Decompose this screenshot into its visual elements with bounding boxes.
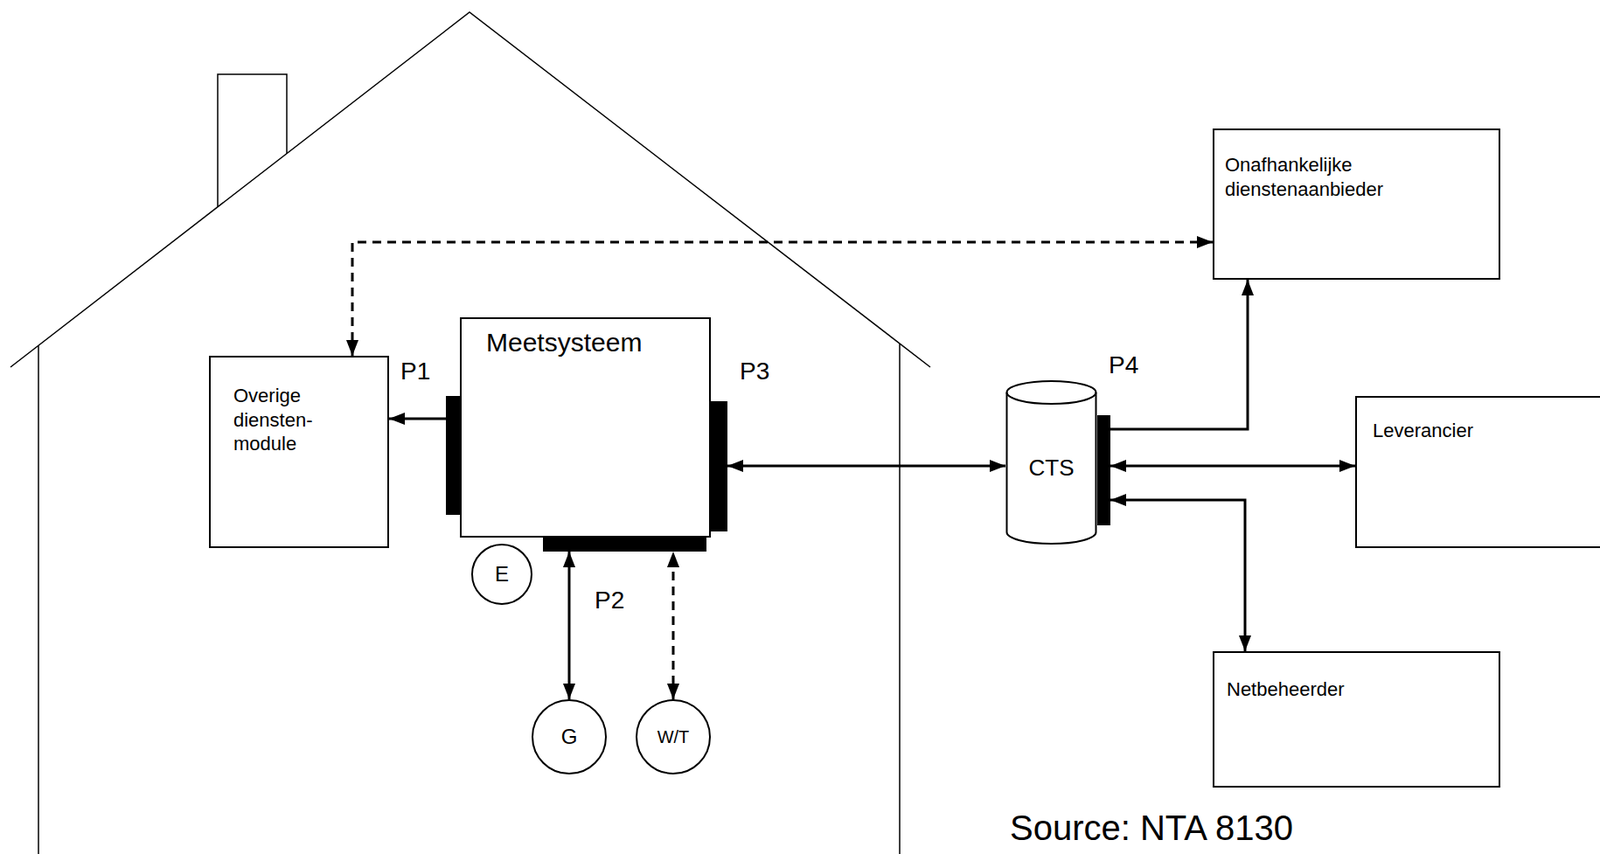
connector-arrow [568,551,571,700]
node-text: Onafhankelijke dienstenaanbieder [1224,153,1435,202]
connector-arrow [389,417,446,421]
gas-meter-circle: G [531,699,607,775]
house-wall [898,343,901,854]
port-label: P2 [594,587,625,615]
node-text: Netbeheerder [1226,677,1487,703]
meter-system-box: Meetsysteem [459,317,711,538]
connector-arrow [727,465,1006,468]
port-label: P1 [400,358,431,386]
node-text: Overige diensten- module [233,383,365,457]
node-text: W/T [657,726,690,749]
grid-operator-box: Netbeheerder [1212,651,1501,788]
house-wall [37,345,40,854]
port-bar [542,537,707,552]
services-module-box: Overige diensten- module [208,355,390,549]
node-text: Meetsysteem [486,326,685,360]
electricity-meter-circle: E [471,543,533,606]
connector-arrow [1110,465,1356,468]
port-label: P3 [739,358,770,386]
connector-arrow [672,551,675,700]
source-note: Source: NTA 8130 [1009,808,1294,848]
port-bar [1097,415,1111,526]
node-text: CTS [1029,443,1075,483]
port-bar [710,401,728,532]
node-text: G [561,723,578,751]
supplier-box: Leverancier [1355,396,1600,549]
cts-cylinder: CTS [1005,379,1098,546]
port-bar [445,396,460,515]
service-provider-box: Onafhankelijke dienstenaanbieder [1212,128,1501,280]
water-heat-meter-circle: W/T [635,699,711,775]
node-text: E [494,561,509,588]
chimney [217,74,287,208]
port-label: P4 [1108,352,1139,380]
node-text: Leverancier [1372,418,1600,444]
roof-line [10,12,931,368]
connector-arrow [1110,500,1246,652]
